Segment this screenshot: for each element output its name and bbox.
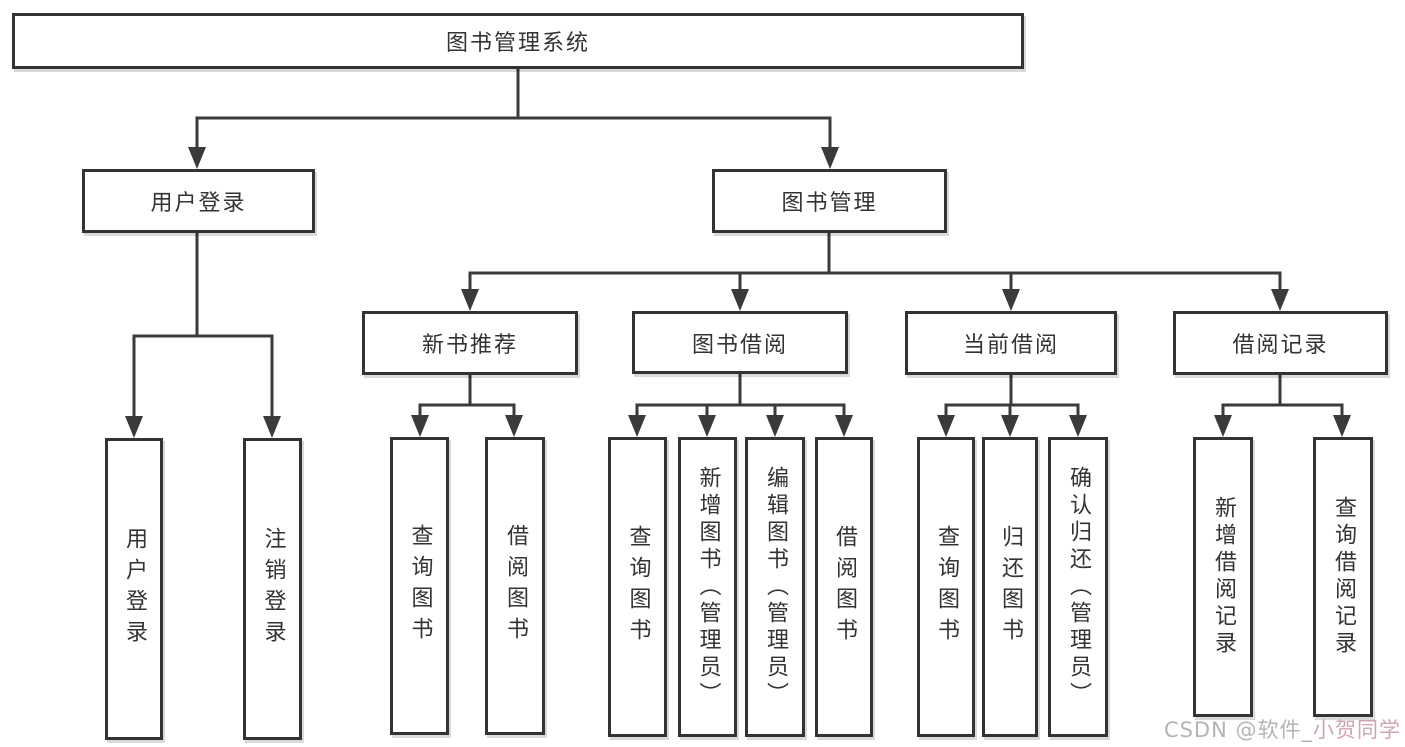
leaf-current-return-book: 归还图书 <box>982 437 1038 737</box>
leaf-current-return-book-label: 归还图书 <box>998 525 1023 649</box>
node-book-management: 图书管理 <box>712 169 947 233</box>
leaf-logout-label: 注销登录 <box>260 527 286 651</box>
node-new-book-recommend-label: 新书推荐 <box>421 333 518 358</box>
node-root-label: 图书管理系统 <box>445 31 590 56</box>
arrowheads <box>125 147 1351 438</box>
leaf-borrow-add-book-admin: 新增图书（管理员） <box>678 437 737 737</box>
leaf-records-query-borrow-record: 查询借阅记录 <box>1313 437 1373 717</box>
leaf-borrow-query-book-label: 查询图书 <box>625 525 651 649</box>
node-book-management-label: 图书管理 <box>781 191 878 216</box>
leaf-current-query-book: 查询图书 <box>917 437 975 737</box>
leaf-borrow-borrow-book: 借阅图书 <box>815 437 873 737</box>
leaf-records-add-borrow-record-label: 新增借阅记录 <box>1211 496 1236 658</box>
node-book-borrow-label: 图书借阅 <box>691 332 788 358</box>
node-user-login-label: 用户登录 <box>150 191 247 216</box>
leaf-borrow-add-book-admin-label: 新增图书（管理员） <box>695 465 721 709</box>
node-borrow-records: 借阅记录 <box>1173 311 1388 375</box>
leaf-borrow-edit-book-admin: 编辑图书（管理员） <box>745 437 805 737</box>
leaf-borrow-borrow-book-label: 借阅图书 <box>832 525 857 649</box>
leaf-borrow-query-book: 查询图书 <box>608 437 667 737</box>
leaf-user-login-label: 用户登录 <box>122 527 147 651</box>
leaf-recommend-query-book-label: 查询图书 <box>407 524 433 648</box>
node-current-borrow-label: 当前借阅 <box>962 333 1059 358</box>
leaf-recommend-borrow-book-label: 借阅图书 <box>503 524 528 648</box>
leaf-user-login: 用户登录 <box>105 438 163 740</box>
leaf-logout: 注销登录 <box>243 438 302 740</box>
csdn-watermark-prefix: CSDN @软件_ <box>1163 718 1313 742</box>
node-new-book-recommend: 新书推荐 <box>362 311 578 375</box>
leaf-current-confirm-return-admin: 确认归还（管理员） <box>1048 437 1108 737</box>
node-user-login: 用户登录 <box>82 169 315 233</box>
node-current-borrow: 当前借阅 <box>905 311 1117 375</box>
leaf-records-add-borrow-record: 新增借阅记录 <box>1193 437 1253 717</box>
leaf-recommend-borrow-book: 借阅图书 <box>485 437 545 735</box>
node-root-library-system: 图书管理系统 <box>12 13 1024 69</box>
leaf-current-confirm-return-admin-label: 确认归还（管理员） <box>1066 465 1091 709</box>
leaf-records-query-borrow-record-label: 查询借阅记录 <box>1331 496 1356 658</box>
csdn-watermark-suffix: 小贺同学 <box>1313 718 1401 742</box>
node-book-borrow: 图书借阅 <box>632 311 848 374</box>
node-borrow-records-label: 借阅记录 <box>1232 333 1329 358</box>
leaf-recommend-query-book: 查询图书 <box>390 437 449 735</box>
leaf-current-query-book-label: 查询图书 <box>934 525 959 649</box>
csdn-watermark: CSDN @软件_小贺同学 <box>1164 714 1401 744</box>
leaf-borrow-edit-book-admin-label: 编辑图书（管理员） <box>763 465 788 709</box>
